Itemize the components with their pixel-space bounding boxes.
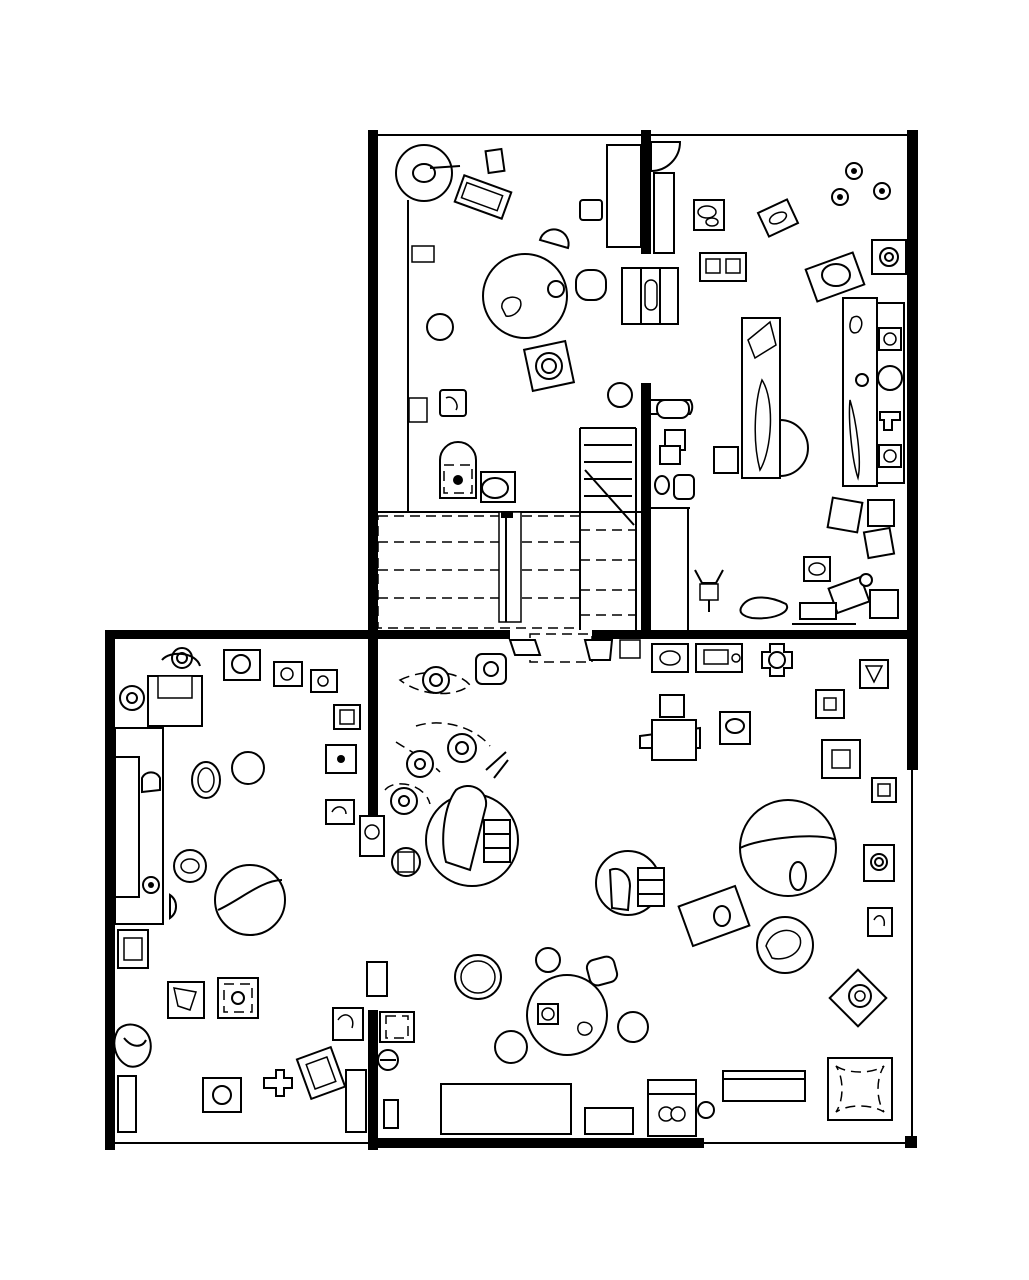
wall-upper-mid-top <box>641 130 651 254</box>
upper-left-room <box>395 144 642 503</box>
wall-mid-right <box>592 630 917 639</box>
wall-lower-mid-bottom <box>368 1010 378 1150</box>
wall-lower-bottom <box>368 1138 704 1148</box>
armchair <box>575 269 607 301</box>
round-rug <box>214 864 286 936</box>
staircase <box>579 427 637 630</box>
chair <box>484 147 506 175</box>
round-rug-large <box>739 799 837 897</box>
dashed-ramp <box>377 511 593 663</box>
wall-mid-left <box>105 630 510 639</box>
wall-upper-right <box>907 130 918 770</box>
wall-corner <box>905 1136 917 1148</box>
sideboard <box>440 1083 572 1135</box>
cabinet <box>653 172 675 254</box>
lower-left-room <box>113 647 388 1133</box>
doors <box>508 141 694 661</box>
round-table-large <box>482 253 568 339</box>
wall-upper-left <box>368 130 378 642</box>
wall-lower-mid-top <box>368 639 378 827</box>
lower-right-room <box>359 643 897 1137</box>
upper-right-room <box>621 162 907 625</box>
wall-upper-mid-bottom <box>641 383 651 633</box>
walls <box>105 130 918 1150</box>
stool <box>579 199 603 221</box>
wall-shelf <box>606 144 642 248</box>
wall-lower-left <box>105 630 115 1150</box>
